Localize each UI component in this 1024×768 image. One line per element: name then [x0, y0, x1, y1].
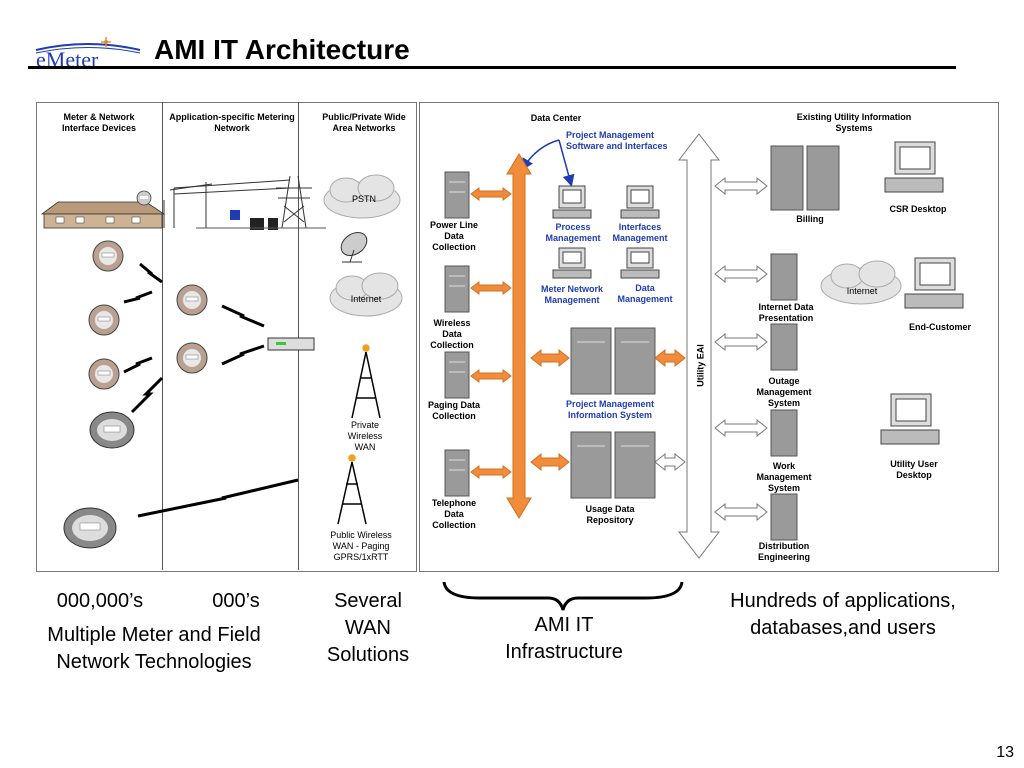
orange-link	[530, 348, 686, 472]
applications-caption: Hundreds of applications, databases,and …	[730, 590, 956, 639]
network-count-caption: 000’s	[212, 590, 260, 612]
usage-repo-label: Usage Data Repository	[585, 504, 635, 525]
col-metering-network-title: Application-specific Metering Network	[169, 112, 295, 133]
public-wan-label: Public Wireless WAN - Paging GPRS/1xRTT	[330, 530, 392, 562]
desktop-computer-icon	[880, 393, 940, 445]
server-icon	[444, 265, 470, 313]
utility-user-desktop-label: Utility User Desktop	[890, 459, 938, 480]
title-rule	[28, 66, 956, 69]
server-rack-icon	[570, 327, 656, 395]
infrastructure-brace	[442, 581, 684, 611]
internet-cloud-icon	[329, 272, 403, 317]
svg-text:eMeter: eMeter	[36, 47, 99, 70]
meter-icon	[92, 240, 124, 272]
pstn-cloud-icon	[323, 174, 401, 219]
orange-link	[470, 187, 512, 479]
internet-label: Internet	[350, 294, 382, 304]
radio-tower-icon	[351, 344, 381, 419]
wan-solutions-caption: Several WAN Solutions	[326, 590, 410, 666]
workstation-icon	[552, 247, 592, 279]
server-rack-icon	[570, 431, 656, 499]
end-customer-label: End-Customer	[908, 322, 971, 332]
meter-icon	[176, 342, 208, 374]
server-icon	[444, 449, 470, 497]
column-divider	[162, 102, 163, 570]
server-icon	[444, 171, 470, 219]
page-number: 13	[996, 744, 1014, 761]
data-center-title: Data Center	[530, 113, 582, 123]
desktop-computer-icon	[904, 257, 964, 309]
server-icon	[444, 351, 470, 399]
meter-network-mgmt-label: Meter Network Management	[540, 284, 603, 305]
eai-link	[714, 176, 768, 522]
power-line-icon	[163, 179, 291, 228]
eai-bus	[677, 133, 721, 559]
meter-icon	[88, 304, 120, 336]
server-rack-icon	[770, 145, 840, 211]
internet-label-right: Internet	[846, 286, 878, 296]
internet-cloud-icon	[820, 260, 902, 305]
meter-icon	[136, 190, 152, 206]
house-icon	[40, 201, 166, 229]
transmission-tower-icon	[276, 175, 312, 229]
server-icon	[770, 409, 798, 457]
private-wan-label: Private Wireless WAN	[347, 420, 383, 452]
radio-tower-icon	[337, 454, 367, 525]
utility-eai-label: Utility EAI	[695, 344, 706, 387]
server-icon	[770, 253, 798, 301]
process-mgmt-label: Process Management	[545, 222, 601, 243]
pm-info-system-label: Project Management Information System	[565, 399, 655, 420]
data-center-illustration	[444, 133, 964, 559]
outage-mgmt-label: Outage Management System	[756, 376, 812, 408]
workstation-icon	[552, 185, 592, 219]
wireless-link	[123, 262, 299, 518]
meter-icon	[176, 284, 208, 316]
meter-count-caption: 000,000’s	[56, 590, 144, 612]
page-title: AMI IT Architecture	[154, 34, 410, 65]
emeter-logo: eMeter	[35, 37, 141, 70]
interfaces-mgmt-label: Interfaces Management	[612, 222, 668, 243]
network-illustration	[40, 174, 403, 549]
col-meter-devices-title: Meter & Network Interface Devices	[61, 112, 137, 133]
existing-systems-title: Existing Utility Information Systems	[796, 112, 912, 133]
wireless-label: Wireless Data Collection	[430, 318, 474, 350]
workstation-icon	[620, 247, 660, 279]
workstation-icon	[620, 185, 660, 219]
pm-software-label: Project Management Software and Interfac…	[566, 130, 668, 151]
data-mgmt-label: Data Management	[617, 283, 673, 304]
pstn-label: PSTN	[351, 194, 376, 204]
meter-tech-caption: Multiple Meter and Field Network Technol…	[47, 624, 261, 673]
meter-icon	[63, 507, 117, 549]
work-mgmt-label: Work Management System	[756, 461, 812, 493]
col-wan-title: Public/Private Wide Area Networks	[322, 112, 406, 133]
substation-icon	[196, 210, 326, 230]
router-icon	[267, 337, 315, 351]
orange-bus	[506, 153, 532, 519]
satellite-dish-icon	[340, 232, 368, 263]
paging-label: Paging Data Collection	[427, 400, 480, 421]
telephone-label: Telephone Data Collection	[431, 498, 477, 530]
billing-label: Billing	[796, 214, 824, 224]
column-divider	[298, 102, 299, 570]
distribution-eng-label: Distribution Engineering	[757, 541, 810, 562]
meter-icon	[88, 358, 120, 390]
server-icon	[770, 323, 798, 371]
server-icon	[770, 493, 798, 541]
meter-icon	[89, 411, 135, 449]
internet-data-presentation-label: Internet Data Presentation	[758, 302, 814, 323]
ami-infra-caption: AMI IT Infrastructure	[505, 614, 623, 663]
desktop-computer-icon	[884, 141, 944, 193]
csr-desktop-label: CSR Desktop	[889, 204, 947, 214]
power-line-label: Power Line Data Collection	[429, 220, 478, 252]
